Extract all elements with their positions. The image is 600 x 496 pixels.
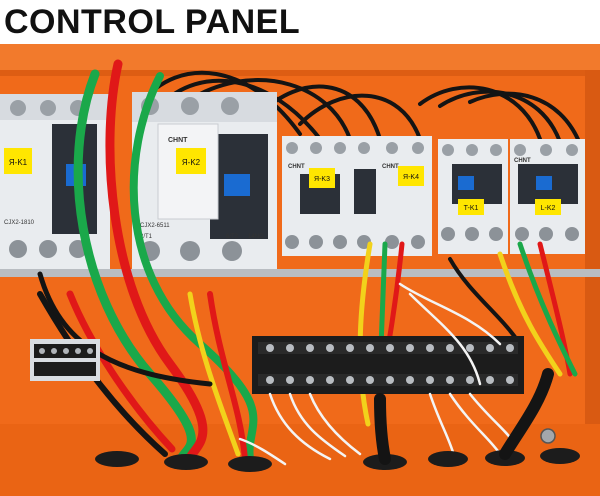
contactor-k1: Я-K1 CJX2-1810 — [0, 94, 110, 269]
contactor-label-t-k1-text: T-K1 — [464, 205, 479, 212]
terminal-mark-a: 2/T1 — [140, 234, 153, 240]
terminal-block-left — [30, 339, 100, 381]
enclosure-top-rim — [0, 44, 600, 70]
contactor-label-k3-text: Я-K3 — [314, 176, 330, 183]
contactor-k3: CHNT Я-K3 — [282, 136, 352, 256]
control-wires-right — [357, 241, 578, 427]
contactor-label-t-k1 — [458, 199, 484, 215]
contactor-l-k2: CHNT L-K2 — [510, 139, 585, 254]
enclosure-shadow-top — [0, 70, 600, 76]
white-signal-wires — [238, 282, 517, 466]
contactor-label-l-k2 — [535, 199, 561, 215]
contactor-label-k2 — [176, 148, 206, 174]
control-panel-photo: Я-K1 CJX2-1810 CHNT Я-K2 CJX2-6511 2/T1 … — [0, 44, 600, 496]
contactor-brand-k2: CHNT — [168, 137, 188, 144]
terminal-mark-b: 6/T3 — [226, 234, 239, 240]
contactor-label-l-k2-text: L-K2 — [541, 205, 556, 212]
contactor-label-k1 — [4, 148, 32, 174]
contactor-label-k4 — [398, 166, 424, 186]
terminal-mark-c: 14NO — [248, 234, 264, 240]
contactor-brand-l-k2: CHNT — [514, 158, 531, 164]
contactor-model-k2: CJX2-6511 — [140, 223, 170, 229]
contactor-model-k1: CJX2-1810 — [4, 220, 35, 226]
contactor-t-k1: T-K1 — [438, 139, 508, 254]
enclosure-right-wall — [585, 70, 600, 496]
contactor-label-k3 — [309, 168, 335, 188]
contactor-label-k1-text: Я-K1 — [9, 158, 28, 167]
contactor-label-k4-text: Я-K4 — [403, 174, 419, 181]
title-bar: CONTROL PANEL — [0, 0, 600, 44]
ground-screw — [540, 428, 556, 444]
cable-glands — [95, 448, 580, 472]
contactor-brand-k4: CHNT — [382, 164, 399, 170]
contactor-brand-k3: CHNT — [288, 164, 305, 170]
din-rail — [0, 269, 600, 277]
contactor-k4: CHNT Я-K4 — [352, 136, 432, 256]
black-sheathed-cables — [374, 368, 554, 465]
page-title: CONTROL PANEL — [4, 3, 301, 41]
contactor-k2: CHNT Я-K2 CJX2-6511 2/T1 6/T3 14NO — [132, 92, 277, 272]
terminal-block-main — [252, 336, 524, 394]
contactor-label-k2-text: Я-K2 — [182, 158, 201, 167]
